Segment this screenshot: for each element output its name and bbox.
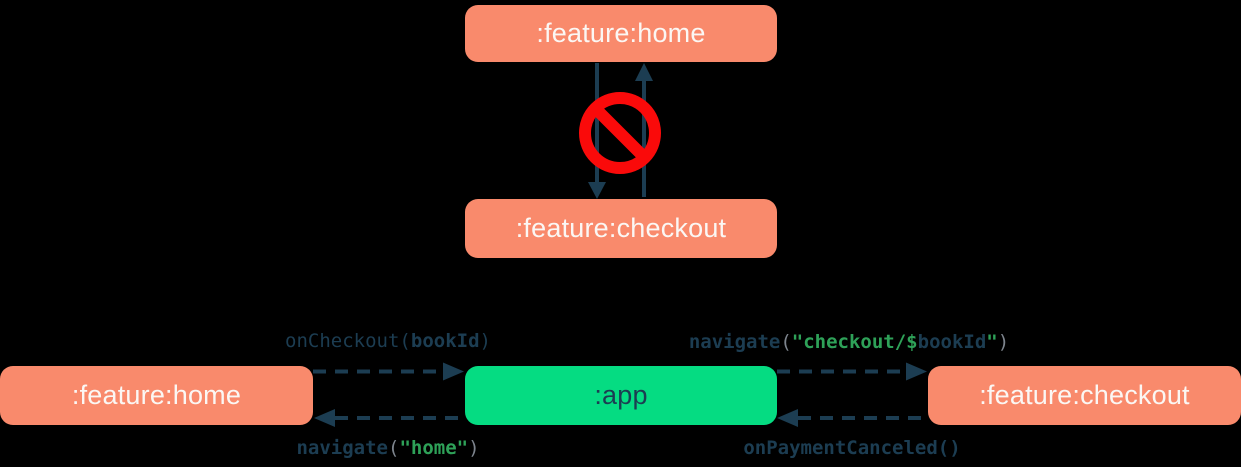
node-feature-home-top-label: :feature:home [536,18,706,48]
label-navigate-checkout: navigate("checkout/$bookId") [688,331,1010,353]
node-feature-home-bottom: :feature:home [0,366,313,425]
node-app: :app [465,366,777,425]
label-navigate-home: navigate("home") [296,437,480,459]
node-feature-home-top: :feature:home [465,5,777,62]
dependency-arrow-down-head [588,182,606,199]
oncheckout-arrow-head [443,362,464,381]
label-onpaymentcanceled: onPaymentCanceled() [743,437,961,459]
node-feature-checkout-top: :feature:checkout [465,199,777,258]
navigate-home-arrow-head [314,409,335,427]
dependency-arrow-up-head [635,63,653,81]
no-entry-icon [579,92,661,174]
node-feature-checkout-bottom: :feature:checkout [928,366,1241,425]
node-feature-home-bottom-label: :feature:home [71,380,242,410]
node-app-label: :app [594,380,648,410]
node-feature-checkout-bottom-label: :feature:checkout [979,380,1190,410]
navigate-checkout-arrow-head [906,362,927,381]
label-oncheckout: onCheckout(bookId) [285,330,491,352]
node-feature-checkout-top-label: :feature:checkout [515,213,727,243]
onpaymentcanceled-arrow-head [777,409,798,427]
